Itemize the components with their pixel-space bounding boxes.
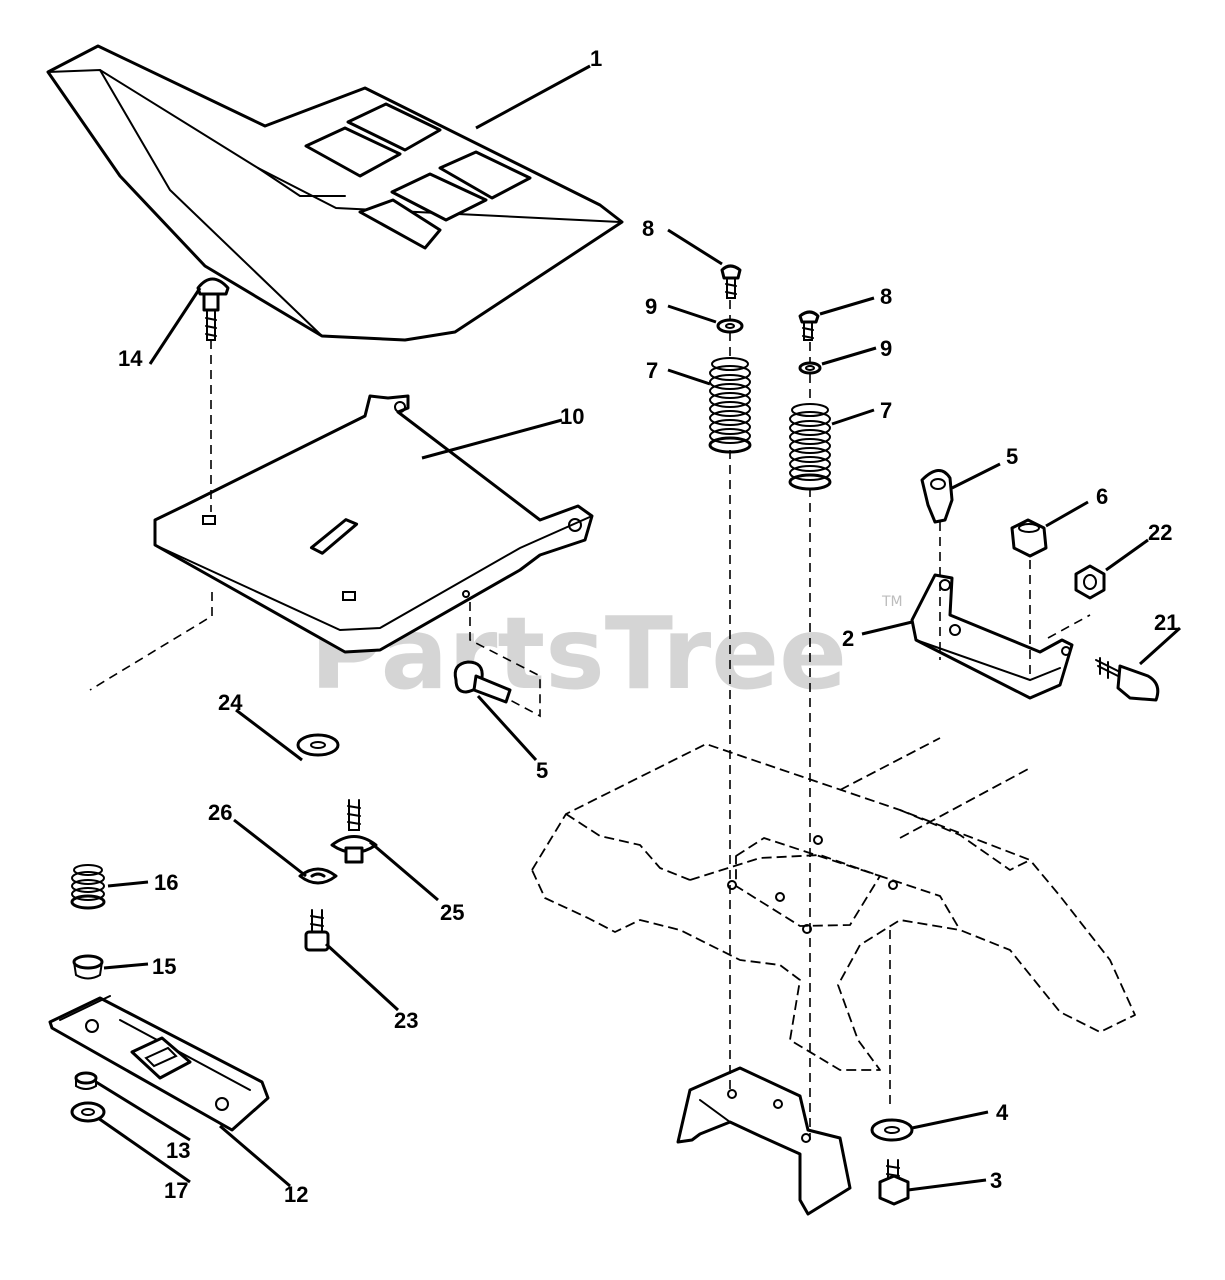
- knob-bolt-21: [1095, 657, 1160, 702]
- callout-9-left: 9: [645, 294, 657, 319]
- callout-22: 22: [1148, 520, 1172, 545]
- callout-15: 15: [152, 954, 176, 979]
- bolt-8-right: [798, 310, 820, 341]
- washer-17: [70, 1101, 106, 1123]
- fender-outline: [531, 737, 1136, 1071]
- spring-7-left: [708, 357, 752, 454]
- callout-1: 1: [590, 46, 602, 71]
- watermark-trademark: TM: [881, 594, 903, 610]
- callout-7-left: 7: [646, 358, 658, 383]
- spring-bracket-plate: [48, 995, 270, 1132]
- callout-9-right: 9: [880, 336, 892, 361]
- retaining-clip: [298, 867, 338, 885]
- callout-24: 24: [218, 690, 243, 715]
- washer-4: [870, 1118, 914, 1142]
- callout-23: 23: [394, 1008, 418, 1033]
- callout-17: 17: [164, 1178, 188, 1203]
- nut-22: [1074, 564, 1106, 600]
- shoulder-bolt: [330, 799, 378, 864]
- callout-4: 4: [996, 1100, 1009, 1125]
- seat: [46, 44, 624, 342]
- callout-26: 26: [208, 800, 232, 825]
- seat-pan: [153, 394, 594, 654]
- leader-lines: [95, 64, 1182, 1192]
- bolt-8-left: [720, 264, 742, 299]
- callout-8-right: 8: [880, 284, 892, 309]
- eyebolt-right: [920, 469, 954, 524]
- alignment-lines: [89, 300, 1091, 1140]
- spring-16: [70, 864, 106, 910]
- callout-25: 25: [440, 900, 464, 925]
- callout-7-right: 7: [880, 398, 892, 423]
- callout-5-left: 5: [536, 758, 548, 783]
- lower-bracket: [676, 1066, 852, 1216]
- callout-5-right: 5: [1006, 444, 1018, 469]
- callout-3: 3: [990, 1168, 1002, 1193]
- callout-6: 6: [1096, 484, 1108, 509]
- callout-8-left: 8: [642, 216, 654, 241]
- callout-12: 12: [284, 1182, 308, 1207]
- bushing-15: [72, 954, 104, 980]
- carriage-bolt: [196, 277, 230, 341]
- callout-16: 16: [154, 870, 178, 895]
- callout-10: 10: [560, 404, 584, 429]
- bolt-23: [304, 909, 330, 952]
- callout-2: 2: [842, 626, 854, 651]
- eyebolt-left: [453, 660, 512, 704]
- bolt-3: [878, 1159, 910, 1206]
- callout-21: 21: [1154, 610, 1178, 635]
- washer-9-left: [716, 318, 744, 334]
- callout-13: 13: [166, 1138, 190, 1163]
- callout-14: 14: [118, 346, 143, 371]
- washer-9-right: [798, 361, 822, 375]
- callout-labels: 1 14 10 8 9 7 8 9 7 5 6 22 2 21 5 24 26 …: [118, 46, 1178, 1207]
- seat-bracket: [910, 573, 1074, 700]
- nut-13: [74, 1071, 98, 1090]
- nut-6: [1010, 518, 1048, 558]
- washer-24: [296, 733, 340, 757]
- spring-7-right: [788, 403, 832, 491]
